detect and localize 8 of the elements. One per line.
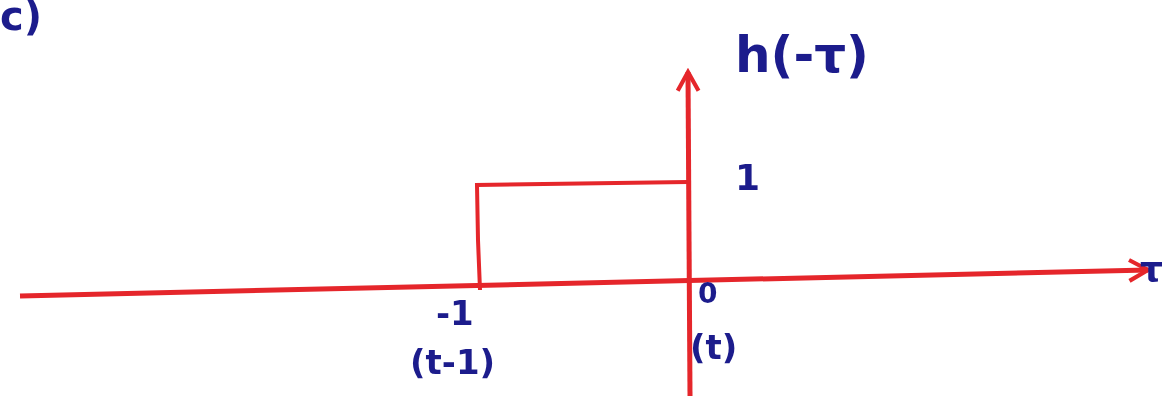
axis-label: τ [1140, 252, 1162, 288]
tick-label: 1 [735, 160, 761, 196]
tick-label: 0 [698, 280, 718, 308]
function-label: h(-τ) [735, 30, 869, 80]
tick-label: (t) [690, 330, 738, 364]
tick-label: (t-1) [410, 345, 496, 379]
panel-label: c) [0, 0, 42, 36]
tick-label: -1 [436, 296, 474, 330]
